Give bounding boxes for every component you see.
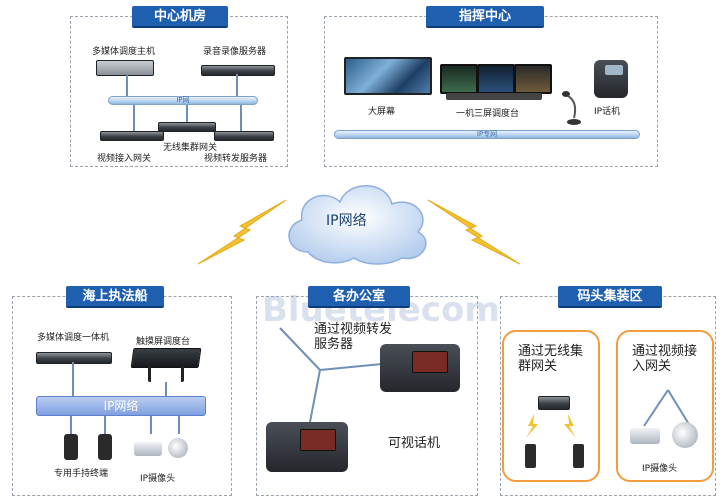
touch-console-label: 触摸屏调度台 [136, 337, 191, 347]
dock-camera-label: IP摄像头 [642, 464, 678, 474]
console-label: 一机三屏调度台 [456, 109, 520, 119]
console-screen-left [440, 64, 478, 94]
dispatch-host-device [96, 60, 154, 76]
link-line [70, 416, 72, 434]
link-line [165, 382, 167, 396]
trunk-gateway-device [538, 396, 570, 410]
video-gateway-box [616, 330, 714, 482]
all-in-one-label: 多媒体调度一体机 [37, 333, 110, 343]
handheld-device [98, 434, 112, 460]
center-room-title: 中心机房 [132, 6, 228, 28]
ship-camera-label: IP摄像头 [140, 474, 176, 484]
lightning-icon [197, 199, 287, 265]
ip-phone-screen [605, 65, 623, 75]
camera-device [134, 442, 162, 456]
camera-dome-device [168, 438, 188, 458]
video-gateway-box-label: 通过视频接入网关 [632, 344, 698, 374]
dock-title: 码头集装区 [558, 286, 662, 308]
video-phone-screen [300, 429, 336, 451]
link-line [104, 416, 106, 434]
trunk-gateway-label: 无线集群网关 [163, 143, 218, 153]
console-screen-mid [477, 64, 515, 94]
link-lines [279, 327, 383, 423]
all-in-one-device [36, 352, 112, 364]
link-lines [643, 389, 691, 427]
link-line [72, 362, 74, 396]
link-line [126, 74, 128, 96]
video-forward-device [214, 131, 274, 141]
video-forward-label: 视频转发服务器 [204, 154, 268, 164]
handheld-label: 专用手持终端 [54, 469, 109, 479]
recording-server-label: 录音录像服务器 [203, 47, 267, 57]
lightning-icon [427, 199, 521, 265]
link-line [150, 416, 152, 434]
link-line [178, 416, 180, 434]
video-phone-screen [412, 351, 448, 373]
trunk-gateway-box-label: 通过无线集群网关 [518, 344, 584, 374]
touch-console-stand [148, 366, 184, 382]
command-ip-bus: IP专网 [334, 130, 640, 139]
console-screen-right [514, 64, 552, 94]
command-center-title: 指挥中心 [426, 6, 544, 28]
radio-device [573, 444, 584, 468]
touch-console-device [130, 348, 202, 368]
office-title: 各办公室 [308, 286, 410, 308]
microphone-icon [562, 91, 581, 125]
link-line [133, 105, 135, 131]
signal-icon [526, 414, 576, 438]
radio-device [525, 444, 536, 468]
link-line [240, 105, 242, 131]
ip-phone-label: IP话机 [594, 107, 621, 117]
link-line [236, 74, 238, 96]
big-screen-label: 大屏幕 [368, 107, 396, 117]
console-desk [446, 93, 542, 100]
big-screen-device [344, 57, 432, 95]
recording-server-device [201, 65, 275, 76]
handheld-device [64, 434, 78, 460]
ship-ip-bus: IP网络 [36, 396, 206, 416]
ship-title: 海上执法船 [66, 286, 164, 308]
dispatch-host-label: 多媒体调度主机 [92, 47, 156, 57]
cloud-icon [288, 185, 427, 265]
link-line [186, 105, 188, 122]
trunk-gateway-device [158, 122, 216, 132]
camera-device [630, 428, 660, 444]
center-ip-bus: IP网 [108, 96, 258, 105]
video-gateway-label: 视频接入网关 [97, 154, 152, 164]
video-gateway-device [100, 131, 164, 141]
cloud-label: IP网络 [326, 213, 367, 229]
video-phone-label: 可视话机 [388, 436, 441, 451]
camera-dome-device [672, 422, 698, 448]
office-note: 通过视频转发服务器 [314, 322, 393, 352]
